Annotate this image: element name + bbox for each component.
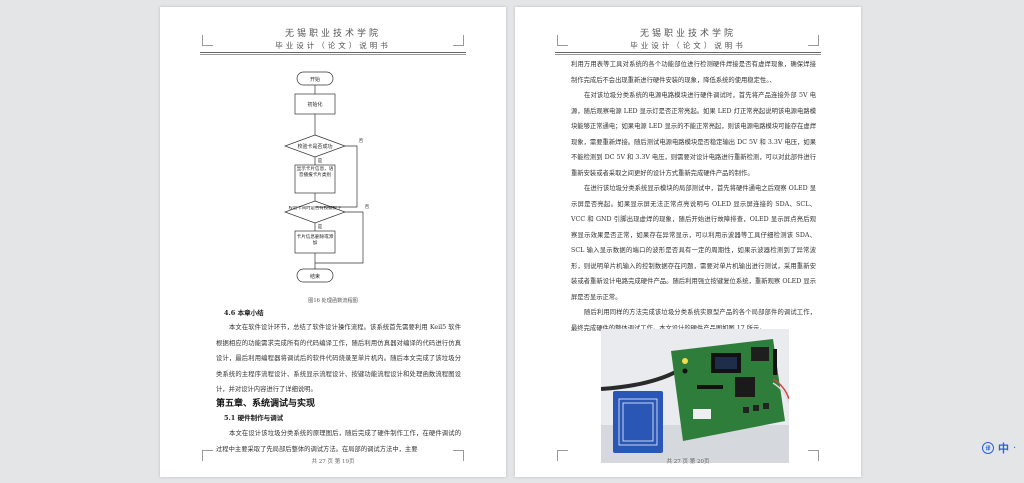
more-icon[interactable]: ·	[1013, 442, 1017, 454]
crop-mark	[202, 450, 213, 461]
figure-caption: 图16 处理函数流程图	[308, 298, 358, 304]
flow-no-branch-2	[315, 211, 364, 264]
flow-no-label: 否	[359, 138, 364, 144]
hardware-paragraph: 本文在设计该垃圾分类系统的原理图后，随后完成了硬件制作工作，在硬件调试的过程中主…	[216, 426, 461, 457]
debug-text-block: 利用万用表等工具对系统的各个功能部位进行检测硬件焊接是否有虚焊现象，确保焊接制作…	[571, 57, 816, 336]
header-school: 无锡职业技术学院	[284, 29, 381, 39]
document-page-right: 无锡职业技术学院 毕业设计（论文）说明书 利用万用表等工具对系统的各个功能部位进…	[515, 7, 861, 477]
flow-init-label: 初始化	[307, 101, 322, 108]
crop-mark	[808, 35, 819, 46]
page-header: 无锡职业技术学院 毕业设计（论文）说明书	[200, 29, 466, 55]
translate-widget[interactable]: 译 中 ·	[982, 440, 1024, 456]
summary-paragraph: 本文在软件设计环节，总结了软件设计操作流程。该系统首先需要利用 Keil5 软件…	[216, 320, 461, 398]
flow-check-time-label: 校验卡间时是否有按键按下	[288, 206, 342, 211]
paragraph: 在进行该垃圾分类系统显示模块的局部测试中，首先将硬件通电之后观察 OLED 显示…	[571, 185, 816, 301]
document-page-left: 无锡职业技术学院 毕业设计（论文）说明书 开始 初始化 校验卡是否成功 是	[160, 7, 506, 477]
section-heading-4-6: 4.6 本章小结	[224, 309, 264, 317]
language-label[interactable]: 中	[998, 442, 1009, 455]
flow-check-card-label: 校验卡是否成功	[297, 143, 332, 150]
page-footer: 共 27 页 第 19页	[311, 459, 355, 465]
crop-mark	[202, 35, 213, 46]
flow-delete-add-label: 卡片信息删除或添加	[296, 235, 334, 247]
hardware-photo	[601, 329, 789, 463]
paragraph: 随后利用同样的方法完成该垃圾分类系统实原型产品的各个局部部件的调试工作，最终完成…	[571, 309, 816, 332]
header-doc-title: 毕业设计（论文）说明书	[275, 41, 391, 50]
paragraph: 利用万用表等工具对系统的各个功能部位进行检测硬件焊接是否有虚焊现象，确保焊接制作…	[571, 61, 816, 84]
flow-yes-label: 是	[318, 224, 323, 230]
flow-end-label: 结束	[310, 273, 320, 280]
paragraph: 在对该垃圾分类系统的电源电路模块进行硬件调试时，首先将产品连接外部 5V 电源，…	[571, 92, 816, 177]
flow-show-info-label: 显示卡片信息，语音播报卡片类别	[296, 167, 334, 179]
crop-mark	[808, 450, 819, 461]
header-doc-title: 毕业设计（论文）说明书	[630, 41, 746, 50]
page-header: 无锡职业技术学院 毕业设计（论文）说明书	[555, 29, 821, 55]
crop-mark	[557, 450, 568, 461]
page-footer: 共 27 页 第 20页	[666, 459, 710, 465]
crop-mark	[453, 35, 464, 46]
crop-mark	[557, 35, 568, 46]
rfid-module	[613, 391, 663, 453]
flow-no-branch-1	[315, 145, 358, 208]
header-school: 无锡职业技术学院	[639, 29, 736, 39]
flow-start-label: 开始	[310, 76, 320, 83]
crop-mark	[453, 450, 464, 461]
paragraph: 本文在设计该垃圾分类系统的原理图后，随后完成了硬件制作工作，在硬件调试的过程中主…	[216, 430, 461, 453]
section-heading-5-1: 5.1 硬件制作与调试	[224, 414, 284, 422]
translate-icon[interactable]: 译	[982, 442, 994, 454]
chapter-heading-5: 第五章、系统调试与实现	[216, 399, 316, 409]
paragraph: 本文在软件设计环节，总结了软件设计操作流程。该系统首先需要利用 Keil5 软件…	[216, 324, 461, 393]
flow-no-label: 否	[365, 204, 370, 210]
flow-end-node	[296, 268, 334, 283]
flow-yes-label: 是	[318, 158, 323, 164]
flowchart: 开始 初始化 校验卡是否成功 是 否 显示卡片信息，语音播报卡片类别 校验卡间时…	[283, 71, 370, 283]
